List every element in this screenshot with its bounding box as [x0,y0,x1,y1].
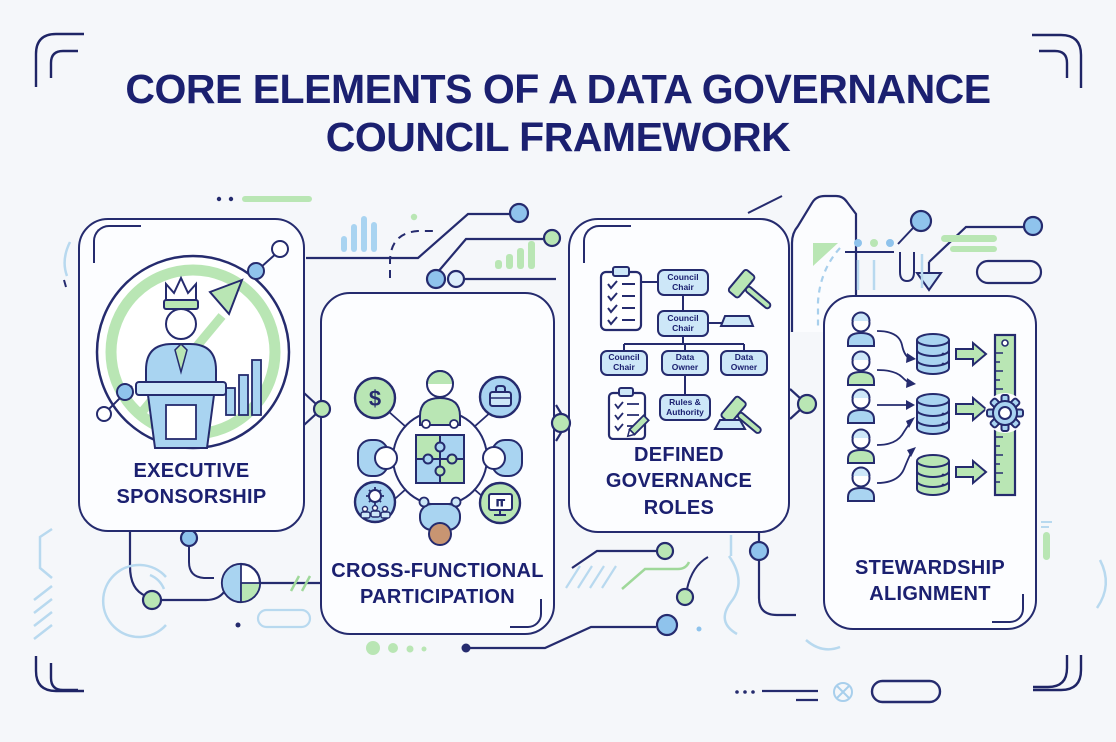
dollar-badge-icon: $ [353,376,397,420]
pill-outline [870,679,942,704]
corner-bracket-icon [49,663,78,692]
corner-bracket-icon [1039,49,1069,78]
org-box-rules-authority: Rules & Authority [659,394,711,421]
briefcase-badge-icon [478,375,522,419]
clipboard-checklist-icon [599,266,643,332]
frame-corner-brackets [34,32,1083,693]
circuit-below-panel-1 [33,527,330,640]
org-box-council-chair: Council Chair [657,269,709,296]
team-around-puzzle-icon: $ IT [353,370,523,546]
panel-label: STEWARDSHIP ALIGNMENT [855,557,1005,606]
pill-outline [975,259,1043,285]
corner-bracket-icon [34,32,84,87]
dollar-symbol: $ [369,386,381,411]
panel-executive-sponsorship: EXECUTIVE SPONSORSHIP [78,218,305,532]
corner-bracket-icon [1033,655,1083,692]
gavel-icon [713,395,762,434]
person-top-icon [419,370,461,429]
corner-bracket-icon [34,656,84,693]
person-right-icon [482,439,523,477]
person-left-icon [357,439,398,477]
alignment-arrow-icon [955,342,987,484]
it-monitor-badge-icon: IT [478,481,522,525]
corner-bracket-icon [49,49,78,78]
puzzle-icon [415,434,465,484]
panel-label: EXECUTIVE SPONSORSHIP [116,460,267,509]
blue-bars-decor-icon [341,213,418,252]
panel-label: DEFINED GOVERNANCE ROLES [605,444,753,519]
bottomright-decor [735,639,942,704]
panel-label: CROSS-FUNCTIONAL PARTICIPATION [331,560,544,609]
panel-defined-governance-roles: Council Chair Council Chair Council Chai… [568,218,790,533]
pie-chart-icon [220,562,262,604]
circuit-below-panel-2 [366,555,740,655]
steward-person-icon [847,311,875,502]
bar-chart-icon [225,359,262,416]
circuit-lines-top [306,202,562,290]
org-box-data-owner: Data Owner [720,350,768,376]
inner-corner-bracket [992,594,1024,623]
inner-corner-bracket [583,225,631,263]
gavel-icon [719,269,772,327]
circuit-below-panel-3 [571,533,796,617]
panel-stewardship-alignment: STEWARDSHIP ALIGNMENT [823,295,1037,630]
page-title: CORE ELEMENTS OF A DATA GOVERNANCE COUNC… [125,66,991,160]
crowned-speaker-icon [135,275,227,449]
panel-cross-functional-participation: $ IT CROSS-FUNCTIONAL PARTICIPATION [320,292,555,635]
org-box-council-chair: Council Chair [600,350,648,376]
arrow-down-icon [915,272,943,292]
molecule-dots-icon [96,240,289,422]
inner-corner-bracket [93,225,141,263]
crossed-circle-icon [833,682,853,702]
person-bottom-icon [418,496,462,546]
database-icon [916,333,950,496]
assignment-arrows [876,330,916,484]
right-edge-decor [1041,521,1107,609]
gear-icon [985,393,1025,433]
clipboard-pencil-icon [607,387,650,440]
org-box-council-chair: Council Chair [657,310,709,337]
topleft-decor [63,196,312,288]
inner-corner-bracket [510,599,542,628]
dashed-arc-decor [389,230,438,278]
green-bars-decor-icon [495,241,535,269]
corner-bracket-icon [1032,33,1083,88]
stewards-databases-alignment-icon [847,311,1025,502]
org-box-data-owner: Data Owner [661,350,709,376]
leader-podium-growth-icon [95,240,291,450]
team-gear-badge-icon [353,480,397,524]
corner-bracket-icon [1033,655,1069,689]
org-chart-icon [599,266,772,440]
it-label: IT [496,498,505,509]
circuit-lines-topright [845,209,1044,292]
